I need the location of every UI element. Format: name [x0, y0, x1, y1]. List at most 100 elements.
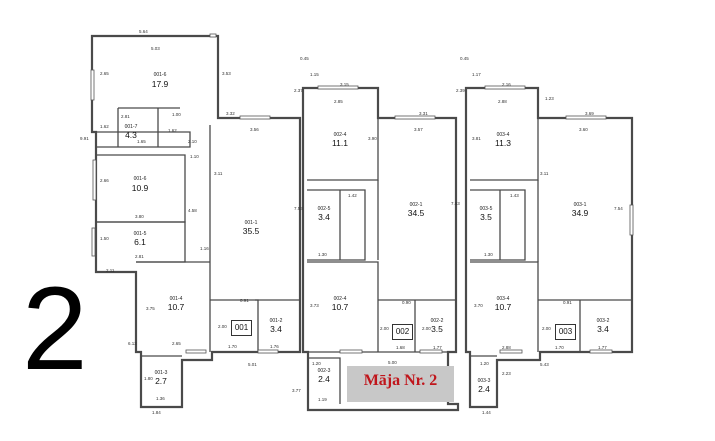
- room-area: 2.4: [478, 384, 490, 394]
- room-id: 001-6: [134, 176, 147, 182]
- dimension: 1.77: [598, 345, 607, 350]
- dimension: 3.80: [135, 214, 144, 219]
- dimension: 1.70: [555, 345, 564, 350]
- room-id: 001-3: [155, 370, 168, 376]
- dimension: 9.91: [80, 136, 89, 141]
- dimension: 3.11: [214, 171, 223, 176]
- room-id: 001-2: [270, 318, 283, 324]
- dimension: 4.58: [188, 208, 197, 213]
- dimension: 2.00: [218, 324, 227, 329]
- dimension: 2.00: [542, 326, 551, 331]
- plot-number: 2: [22, 263, 88, 395]
- unit-box-002: 002: [392, 324, 413, 340]
- dimension: 2.23: [502, 371, 511, 376]
- dimension: 2.88: [498, 99, 507, 104]
- dimension: 2.81: [121, 114, 130, 119]
- dimension: 5.64: [139, 29, 148, 34]
- dimension: 6.12: [128, 341, 137, 346]
- dimension: 2.10: [188, 139, 197, 144]
- dimension: 2.65: [172, 341, 181, 346]
- house-label: Māja Nr. 2: [347, 366, 454, 402]
- dimension: 3.77: [292, 388, 301, 393]
- room-area: 3.5: [431, 324, 443, 334]
- dimension: 1.20: [480, 361, 489, 366]
- dimension: 1.80: [144, 376, 153, 381]
- dimension: 2.81: [135, 254, 144, 259]
- dimension-labels: 5.64 5.03 2.65 3.53 9.91 1.62 2.81 1.00 …: [80, 29, 623, 415]
- dimension: 0.91: [563, 300, 572, 305]
- dimension: 2.11: [106, 268, 115, 273]
- room-area: 6.1: [134, 237, 146, 247]
- dimension: 3.11: [540, 171, 549, 176]
- dimension: 1.62: [168, 128, 177, 133]
- dimension: 3.53: [222, 71, 231, 76]
- room-area: 34.9: [572, 208, 589, 218]
- dimension: 2.85: [334, 99, 343, 104]
- unit-002-windows: [317, 85, 443, 354]
- dimension: 1.76: [270, 344, 279, 349]
- room-area: 10.9: [132, 183, 149, 193]
- room-area: 2.7: [155, 376, 167, 386]
- unit-002-walls: [301, 86, 460, 412]
- room-id: 002-3: [318, 368, 331, 374]
- room-id: 001-4: [170, 296, 183, 302]
- dimension: 1.68: [396, 345, 405, 350]
- room-id: 003-3: [478, 378, 491, 384]
- dimension: 0.45: [300, 56, 309, 61]
- room-area: 11.1: [332, 138, 348, 148]
- dimension: 3.75: [146, 306, 155, 311]
- dimension: 2.88: [502, 345, 511, 350]
- room-labels: 001-6 17.9 001-7 4.3 001-6 10.9 001-5 6.…: [125, 72, 610, 394]
- room-id: 002-2: [431, 318, 444, 324]
- room-id: 003-5: [480, 206, 493, 212]
- dimension: 1.19: [318, 397, 327, 402]
- room-id: 003-1: [574, 202, 587, 208]
- dimension: 1.20: [312, 361, 321, 366]
- dimension: 3.81: [472, 136, 481, 141]
- room-id: 001-6: [154, 72, 167, 78]
- dimension: 1.15: [310, 72, 319, 77]
- dimension: 2.39: [456, 88, 465, 93]
- dimension: 1.17: [472, 72, 481, 77]
- dimension: 5.01: [248, 362, 257, 367]
- dimension: 1.44: [482, 410, 491, 415]
- room-area: 3.4: [597, 324, 609, 334]
- dimension: 1.30: [484, 252, 493, 257]
- room-area: 10.7: [495, 302, 512, 312]
- dimension: 3.32: [226, 111, 235, 116]
- dimension: 5.43: [540, 362, 549, 367]
- unit-box-003: 003: [555, 324, 576, 340]
- dimension: 3.57: [414, 127, 423, 132]
- unit-box-001: 001: [231, 320, 252, 336]
- dimension: 3.90: [368, 136, 377, 141]
- dimension: 1.50: [100, 236, 109, 241]
- unit-001-windows: [90, 33, 279, 354]
- room-area: 10.7: [332, 302, 349, 312]
- dimension: 2.00: [422, 326, 431, 331]
- dimension: 5.00: [388, 360, 397, 365]
- dimension: 5.03: [151, 46, 160, 51]
- room-area: 4.3: [125, 130, 137, 140]
- dimension: 1.10: [190, 154, 199, 159]
- unit-001-walls: [90, 34, 302, 409]
- dimension: 2.65: [100, 71, 109, 76]
- dimension: 3.70: [474, 303, 483, 308]
- dimension: 3.60: [579, 127, 588, 132]
- room-area: 34.5: [408, 208, 425, 218]
- dimension: 1.77: [433, 345, 442, 350]
- dimension: 1.84: [152, 410, 161, 415]
- dimension: 3.31: [419, 111, 428, 116]
- room-id: 002-4: [334, 132, 347, 138]
- room-area: 35.5: [243, 226, 260, 236]
- dimension: 1.65: [137, 139, 146, 144]
- dimension: 3.15: [340, 82, 349, 87]
- room-id: 003-4: [497, 132, 510, 138]
- room-id: 003-4: [497, 296, 510, 302]
- room-area: 11.3: [495, 138, 511, 148]
- dimension: 2.37: [294, 88, 303, 93]
- dimension: 1.42: [348, 193, 357, 198]
- dimension: 1.62: [100, 124, 109, 129]
- dimension: 1.30: [318, 252, 327, 257]
- dimension: 3.69: [585, 111, 594, 116]
